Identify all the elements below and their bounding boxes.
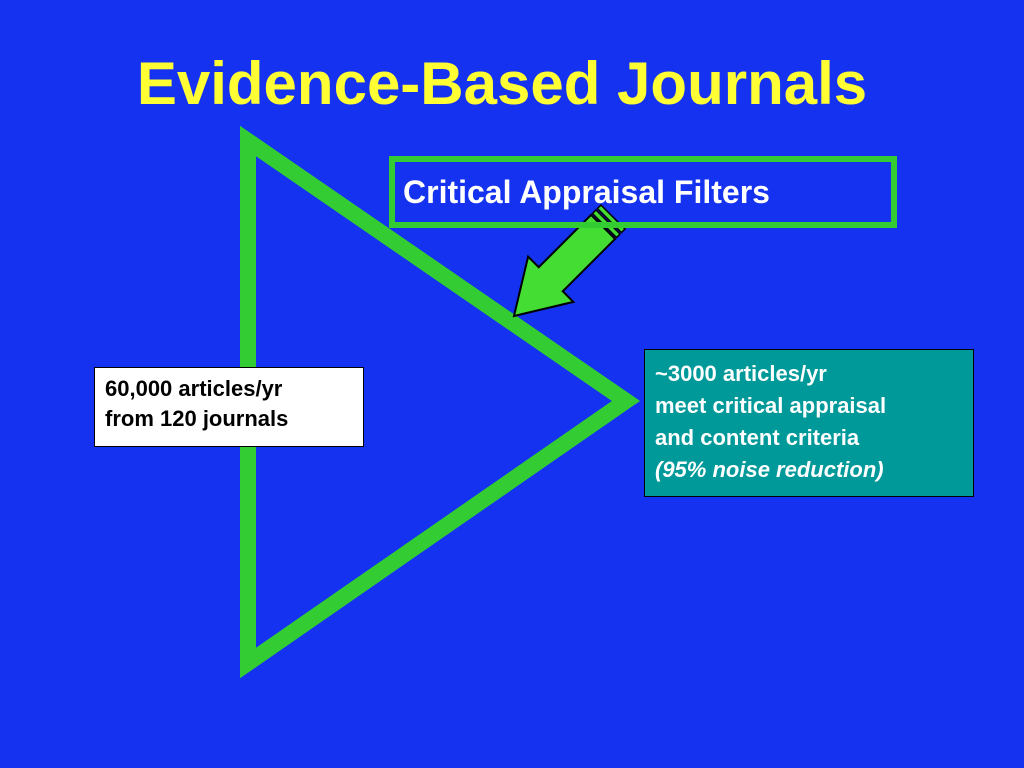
slide-title: Evidence-Based Journals: [136, 50, 868, 117]
input-line-articles: 60,000 articles/yr: [105, 376, 283, 401]
filter-label: Critical Appraisal Filters: [403, 174, 770, 210]
output-line-criteria-1: meet critical appraisal: [655, 393, 887, 418]
critical-appraisal-filters-box: Critical Appraisal Filters: [389, 156, 897, 228]
output-line-articles: ~3000 articles/yr: [655, 361, 827, 386]
output-line-noise-reduction: (95% noise reduction): [655, 457, 884, 482]
input-articles-box: 60,000 articles/yr from 120 journals: [94, 367, 364, 447]
output-articles-box: ~3000 articles/yr meet critical appraisa…: [644, 349, 974, 497]
input-line-journals: from 120 journals: [105, 406, 289, 431]
output-line-criteria-2: and content criteria: [655, 425, 860, 450]
